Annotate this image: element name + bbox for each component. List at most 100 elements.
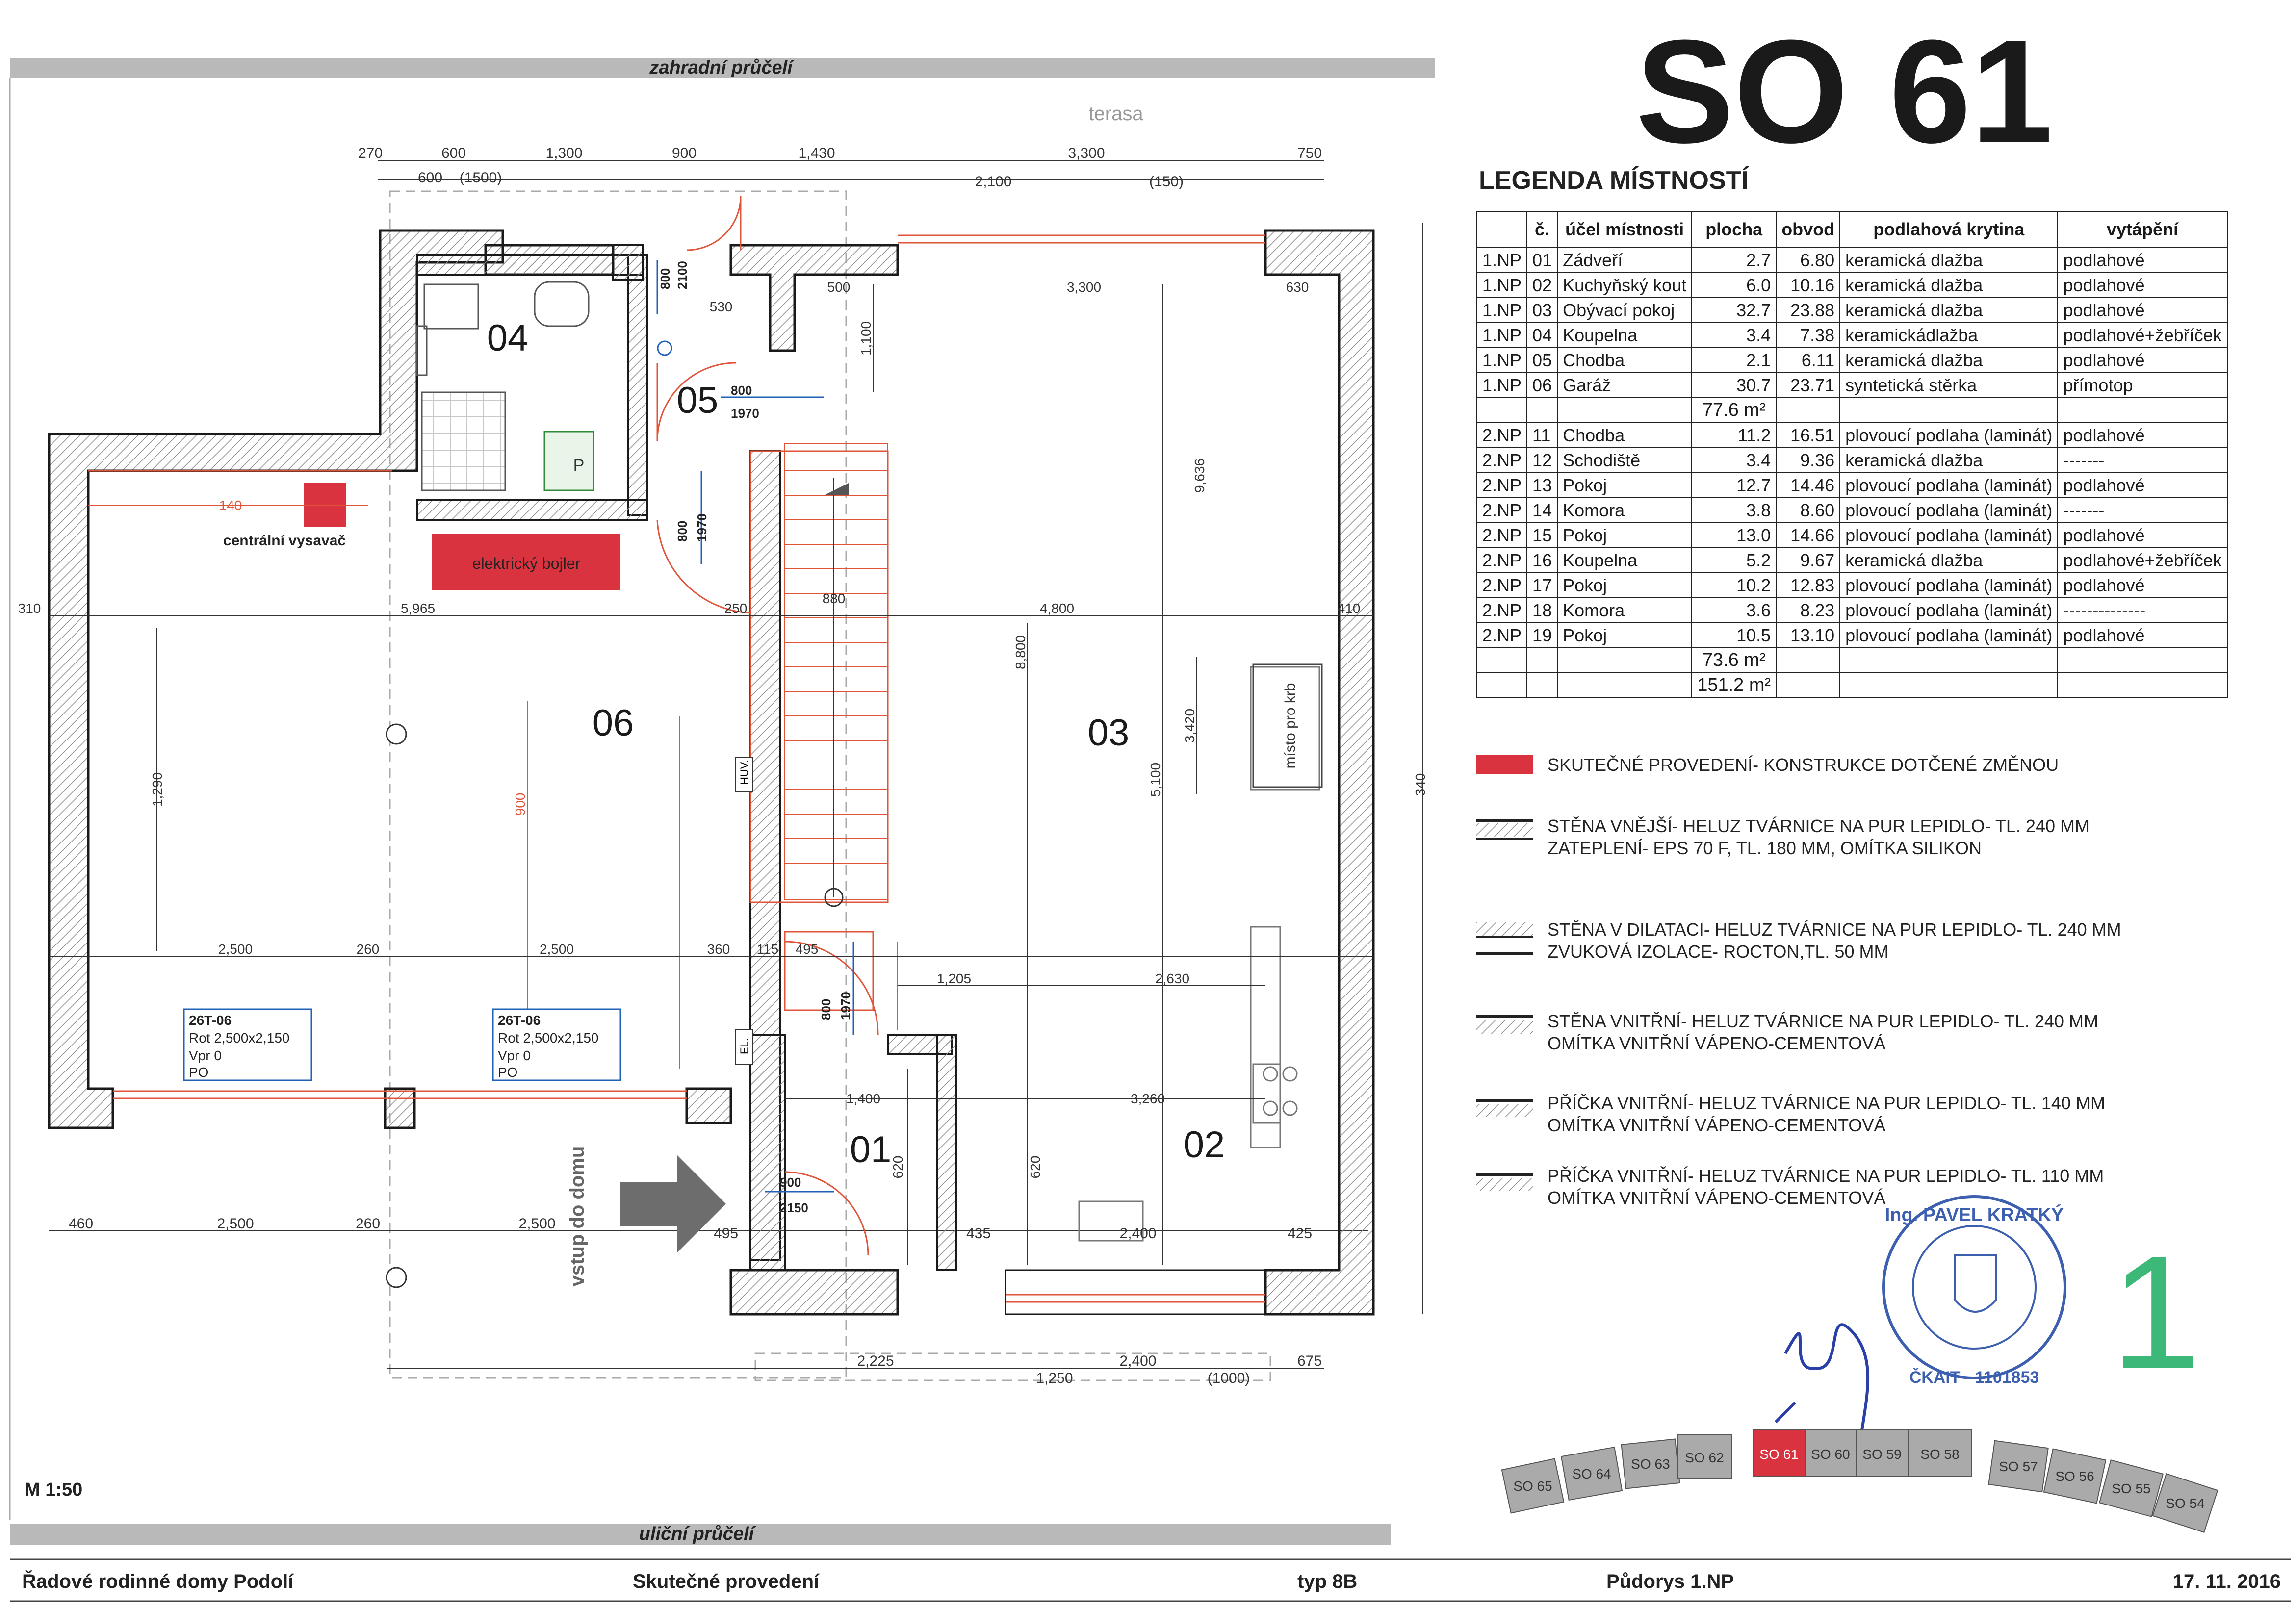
dim-label: 2,500 [518, 1216, 555, 1232]
window-tag-2: 26T-06 Rot 2,500x2,150 Vpr 0 PO [492, 1008, 621, 1081]
dim-label: 500 [827, 280, 851, 295]
table-cell [1776, 672, 1841, 698]
table-sum-row: 77.6 m² [1476, 397, 2228, 423]
dim-label: 620 [1028, 1156, 1043, 1179]
table-cell: podlahové [2057, 472, 2228, 498]
dim-label: 5,100 [1148, 763, 1163, 797]
fireplace-area [1252, 663, 1323, 788]
column-header [1476, 211, 1528, 248]
project-code-title: SO 61 [1636, 9, 2053, 174]
table-cell: plovoucí podlaha (laminát) [1839, 472, 2059, 498]
el-box [735, 1029, 753, 1065]
dim-label: 750 [1297, 145, 1322, 161]
bottom-facade-band [10, 1524, 1391, 1545]
door-labels: 800 2100 800 1970 800 1970 800 1970 900 … [658, 261, 853, 1215]
dim-label: 2,630 [1155, 971, 1189, 986]
table-cell [2057, 672, 2228, 698]
table-cell: 2.1 [1691, 347, 1777, 373]
el-label: EL. [738, 1038, 750, 1054]
dim-label: (150) [1149, 174, 1184, 190]
footer-project: Řadové rodinné domy Podolí [22, 1570, 294, 1592]
window-tag-1: 26T-06 Rot 2,500x2,150 Vpr 0 PO [183, 1008, 312, 1081]
table-cell: 9.67 [1776, 547, 1841, 573]
table-cell: 12.83 [1776, 572, 1841, 598]
dim-label: 340 [1413, 773, 1428, 796]
terrace-outline [389, 190, 847, 1379]
legend-text: ZVUKOVÁ IZOLACE- ROCTON,TL. 50 MM [1548, 942, 1888, 962]
table-cell: plovoucí podlaha (laminát) [1839, 422, 2059, 448]
table-cell: 1.NP [1476, 347, 1528, 373]
dim-label: 1,430 [798, 145, 835, 161]
dim-label: 3,300 [1068, 145, 1105, 161]
signature [1774, 1323, 1870, 1452]
dim-label: 1,300 [545, 145, 582, 161]
vertical-dimension-labels: 1,290 8,800 5,100 3,420 9,636 340 1,100 … [150, 321, 1428, 1178]
table-cell: plovoucí podlaha (laminát) [1839, 622, 2059, 648]
table-cell: 8.23 [1776, 597, 1841, 623]
door-size: 800 [819, 999, 833, 1020]
dim-label: 2,500 [217, 1216, 254, 1232]
window-lines [88, 234, 1265, 1303]
dim-label: 360 [707, 942, 730, 957]
dim-label: 425 [1288, 1225, 1312, 1242]
column-marker [386, 1267, 407, 1288]
table-cell [1776, 647, 1841, 673]
table-cell: ------- [2057, 447, 2228, 473]
dim-label: 5,965 [401, 601, 435, 616]
table-cell: 2.NP [1476, 422, 1528, 448]
table-cell: 73.6 m² [1691, 647, 1777, 673]
door-size: 2150 [780, 1200, 808, 1215]
dim-label: 140 [219, 498, 242, 513]
table-cell: 2.NP [1476, 447, 1528, 473]
table-cell: 2.NP [1476, 472, 1528, 498]
table-cell: 02 [1526, 272, 1558, 298]
column-header: vytápění [2057, 211, 2228, 248]
table-cell [2057, 647, 2228, 673]
door-size: 900 [780, 1175, 801, 1190]
dim-label: 495 [796, 942, 819, 957]
table-cell: syntetická stěrka [1839, 372, 2059, 398]
table-cell: 2.NP [1476, 622, 1528, 648]
legend-text: OMÍTKA VNITŘNÍ VÁPENO-CEMENTOVÁ [1548, 1115, 1885, 1135]
table-cell: 16 [1526, 547, 1558, 573]
table-cell: 9.36 [1776, 447, 1841, 473]
site-block: SO 64 [1572, 1466, 1611, 1481]
table-cell: Koupelna [1557, 322, 1693, 348]
site-block: SO 62 [1685, 1450, 1724, 1465]
dim-label: 1,100 [858, 321, 874, 356]
table-cell: plovoucí podlaha (laminát) [1839, 522, 2059, 548]
footer-date: 17. 11. 2016 [2173, 1571, 2281, 1592]
table-cell: 23.88 [1776, 297, 1841, 323]
table-cell: 16.51 [1776, 422, 1841, 448]
table-cell: Zádveří [1557, 247, 1693, 273]
table-cell: 11.2 [1691, 422, 1777, 448]
room-numbers: 04 05 06 03 01 02 [487, 317, 1225, 1171]
svg-text:PO: PO [189, 1065, 208, 1080]
table-cell [1557, 672, 1693, 698]
table-cell: Chodba [1557, 347, 1693, 373]
table-cell: 13 [1526, 472, 1558, 498]
dim-label: 495 [714, 1225, 738, 1242]
column-marker [386, 723, 407, 745]
room-number-04: 04 [487, 317, 529, 359]
footer: Řadové rodinné domy Podolí Skutečné prov… [22, 1570, 2281, 1592]
table-cell [1839, 647, 2059, 673]
door-markers [656, 260, 854, 1193]
top-facade-band [10, 58, 1435, 78]
dim-label: 1,205 [937, 971, 971, 986]
table-cell: podlahové+žebříček [2057, 322, 2228, 348]
dim-label: 900 [672, 145, 697, 161]
door-size: 2100 [675, 261, 690, 289]
room-number-02: 02 [1184, 1124, 1225, 1166]
table-cell [1476, 672, 1528, 698]
boiler-label: elektrický bojler [472, 555, 581, 572]
table-cell: 1.NP [1476, 247, 1528, 273]
dim-label: 460 [69, 1216, 93, 1232]
table-cell: Pokoj [1557, 622, 1693, 648]
entrance-label: vstup do domu [567, 1146, 588, 1287]
